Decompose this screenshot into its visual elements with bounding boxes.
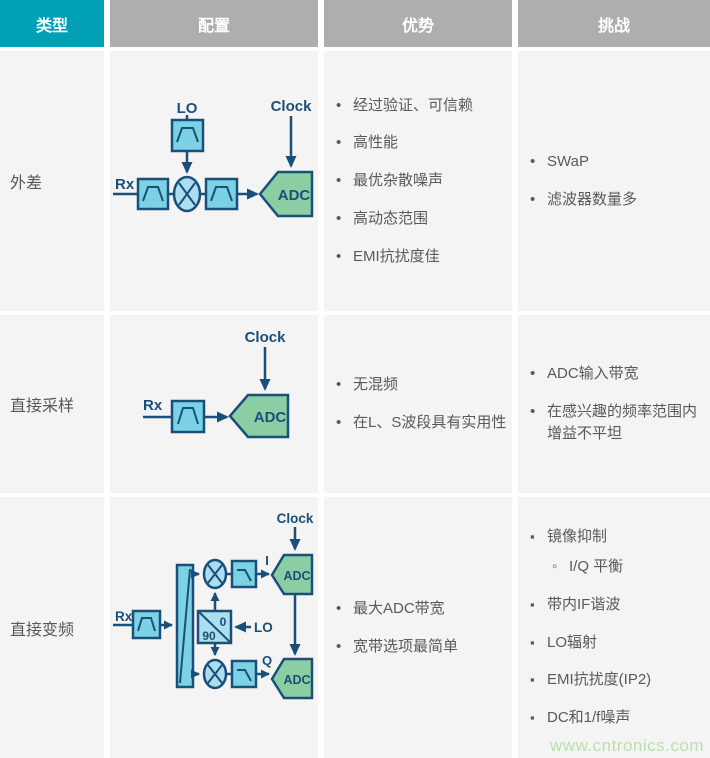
bullet-icon bbox=[336, 246, 353, 268]
header-configuration-label: 配置 bbox=[197, 17, 230, 35]
row-direct-conversion-diagram: Clock Rx I ADC 0 90 bbox=[110, 497, 318, 758]
bullet-icon bbox=[552, 556, 569, 578]
list-item: 高动态范围 bbox=[336, 208, 508, 230]
direct-sampling-diagram: Clock Rx ADC bbox=[143, 329, 290, 439]
clock-label: Clock bbox=[271, 98, 313, 115]
bullet-icon bbox=[530, 594, 547, 616]
header-challenges-label: 挑战 bbox=[597, 17, 630, 35]
list-item: 滤波器数量多 bbox=[530, 189, 706, 211]
adc-i-block bbox=[270, 553, 314, 596]
heterodyne-diagram: LO Clock Rx ADC bbox=[113, 98, 314, 218]
row-direct-conversion-challenges: 镜像抑制 I/Q 平衡 带内IF谐波 LO辐射 EMI抗扰度(IP2) DC和1… bbox=[518, 497, 710, 758]
list-item: 无混频 bbox=[336, 374, 508, 396]
adc-label: ADC bbox=[254, 409, 287, 426]
rf-filter-icon bbox=[131, 609, 162, 640]
list-item: 镜像抑制 bbox=[530, 526, 706, 548]
q-label: Q bbox=[262, 653, 272, 668]
type-label: 外差 bbox=[10, 175, 43, 192]
row-direct-sampling-challenges: ADC输入带宽 在感兴趣的频率范围内增益不平坦 bbox=[518, 315, 710, 493]
bullet-icon bbox=[530, 363, 547, 385]
adc-q-label: ADC bbox=[283, 673, 310, 687]
bullet-icon bbox=[336, 374, 353, 396]
row-direct-conversion-advantages: 最大ADC带宽 宽带选项最简单 bbox=[324, 497, 512, 758]
bullet-icon bbox=[530, 151, 547, 173]
list-item: 最大ADC带宽 bbox=[336, 598, 508, 620]
rf-filter-icon bbox=[170, 399, 206, 434]
list-item: 高性能 bbox=[336, 132, 508, 154]
header-challenges: 挑战 bbox=[518, 0, 710, 47]
rx-label: Rx bbox=[115, 176, 135, 193]
rx-label: Rx bbox=[115, 609, 133, 624]
lo-label: LO bbox=[177, 100, 198, 117]
list-item: 在感兴趣的频率范围内增益不平坦 bbox=[530, 401, 706, 445]
row-direct-sampling-diagram: Clock Rx ADC bbox=[110, 315, 318, 493]
bullet-icon bbox=[336, 636, 353, 658]
list-item: EMI抗扰度(IP2) bbox=[530, 669, 706, 691]
type-label: 直接采样 bbox=[10, 398, 75, 415]
watermark: www.cntronics.com bbox=[550, 736, 704, 755]
deg0-label: 0 bbox=[220, 615, 227, 629]
header-type: 类型 bbox=[0, 0, 104, 47]
lo-filter-icon bbox=[170, 118, 205, 153]
list-item: 经过验证、可信赖 bbox=[336, 95, 508, 117]
bullet-icon bbox=[530, 526, 547, 548]
row-direct-sampling-advantages: 无混频 在L、S波段具有实用性 bbox=[324, 315, 512, 493]
list-item: SWaP bbox=[530, 151, 706, 173]
list-item: DC和1/f噪声 bbox=[530, 707, 706, 729]
list-item: 宽带选项最简单 bbox=[336, 636, 508, 658]
type-label: 直接变频 bbox=[10, 621, 75, 639]
direct-conversion-diagram: Clock Rx I ADC 0 90 bbox=[113, 511, 314, 700]
clock-label: Clock bbox=[277, 511, 314, 526]
row-direct-conversion-type: 直接变频 bbox=[0, 497, 104, 758]
header-configuration: 配置 bbox=[110, 0, 318, 47]
bullet-icon bbox=[336, 170, 353, 192]
adc-label: ADC bbox=[278, 187, 311, 204]
header-type-label: 类型 bbox=[35, 17, 68, 35]
adc-i-label: ADC bbox=[283, 569, 310, 583]
list-item: EMI抗扰度佳 bbox=[336, 246, 508, 268]
bullet-icon bbox=[336, 208, 353, 230]
row-heterodyne-diagram: LO Clock Rx ADC bbox=[110, 51, 318, 311]
clock-label: Clock bbox=[245, 329, 287, 346]
list-item: 在L、S波段具有实用性 bbox=[336, 412, 508, 434]
header-advantages-label: 优势 bbox=[401, 17, 434, 35]
list-item: 带内IF谐波 bbox=[530, 594, 706, 616]
list-item: 最优杂散噪声 bbox=[336, 170, 508, 192]
row-direct-sampling-type: 直接采样 bbox=[0, 315, 104, 493]
row-heterodyne-type: 外差 bbox=[0, 51, 104, 311]
adc-q-block bbox=[270, 657, 314, 700]
header-advantages: 优势 bbox=[324, 0, 512, 47]
list-subitem: I/Q 平衡 bbox=[552, 556, 706, 578]
bullet-icon bbox=[336, 412, 353, 434]
i-label: I bbox=[265, 553, 269, 568]
lowpass-filter-q-icon bbox=[230, 659, 258, 689]
bullet-icon bbox=[530, 632, 547, 654]
bullet-icon bbox=[336, 598, 353, 620]
bullet-icon bbox=[530, 669, 547, 691]
rx-label: Rx bbox=[143, 397, 163, 414]
lo-label: LO bbox=[254, 620, 273, 635]
lowpass-filter-i-icon bbox=[230, 559, 258, 589]
adc-block bbox=[258, 170, 314, 218]
rf-filter-icon bbox=[136, 177, 170, 211]
row-heterodyne-challenges: SWaP 滤波器数量多 bbox=[518, 51, 710, 311]
bullet-icon bbox=[336, 95, 353, 117]
bullet-icon bbox=[336, 132, 353, 154]
deg90-label: 90 bbox=[202, 629, 216, 643]
if-filter-icon bbox=[204, 177, 239, 211]
list-item: ADC输入带宽 bbox=[530, 363, 706, 385]
adc-block bbox=[228, 393, 290, 439]
list-item: LO辐射 bbox=[530, 632, 706, 654]
row-heterodyne-advantages: 经过验证、可信赖 高性能 最优杂散噪声 高动态范围 EMI抗扰度佳 bbox=[324, 51, 512, 311]
bullet-icon bbox=[530, 401, 547, 445]
bullet-icon bbox=[530, 189, 547, 211]
bullet-icon bbox=[530, 707, 547, 729]
